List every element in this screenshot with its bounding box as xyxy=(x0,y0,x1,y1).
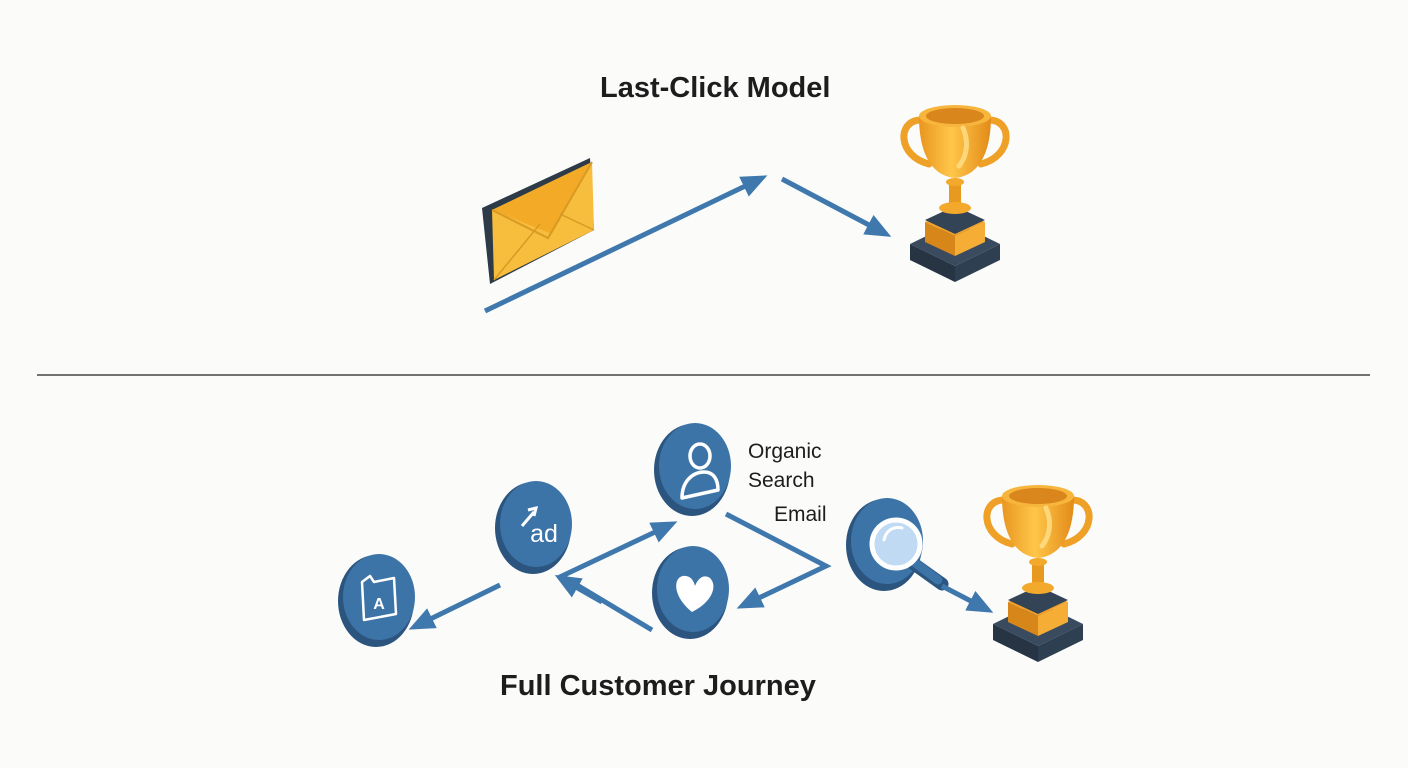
svg-text:A: A xyxy=(373,596,385,613)
label-search: Search xyxy=(748,469,815,492)
envelope-icon xyxy=(482,158,595,284)
label-organic: Organic xyxy=(748,440,822,463)
diagram-title-bottom: Full Customer Journey xyxy=(500,670,816,702)
ad-icon: ad xyxy=(495,481,572,574)
svg-text:ad: ad xyxy=(530,520,558,548)
display-ad-icon: A xyxy=(338,554,415,647)
arrow-heart-branch xyxy=(554,575,604,605)
arrow-ad-to-display xyxy=(408,582,502,630)
diagram-title-top: Last-Click Model xyxy=(600,72,831,104)
user-icon xyxy=(654,423,731,516)
heart-icon xyxy=(652,546,729,639)
arrow-envelope-up xyxy=(483,175,768,314)
label-email: Email xyxy=(774,503,827,526)
arrow-search-to-trophy xyxy=(940,583,994,613)
trophy-icon xyxy=(904,105,1006,282)
trophy-icon xyxy=(987,485,1089,662)
magnifier-icon xyxy=(846,498,949,591)
arrow-search-to-user-heart xyxy=(724,511,832,609)
arrow-to-trophy xyxy=(780,176,892,237)
